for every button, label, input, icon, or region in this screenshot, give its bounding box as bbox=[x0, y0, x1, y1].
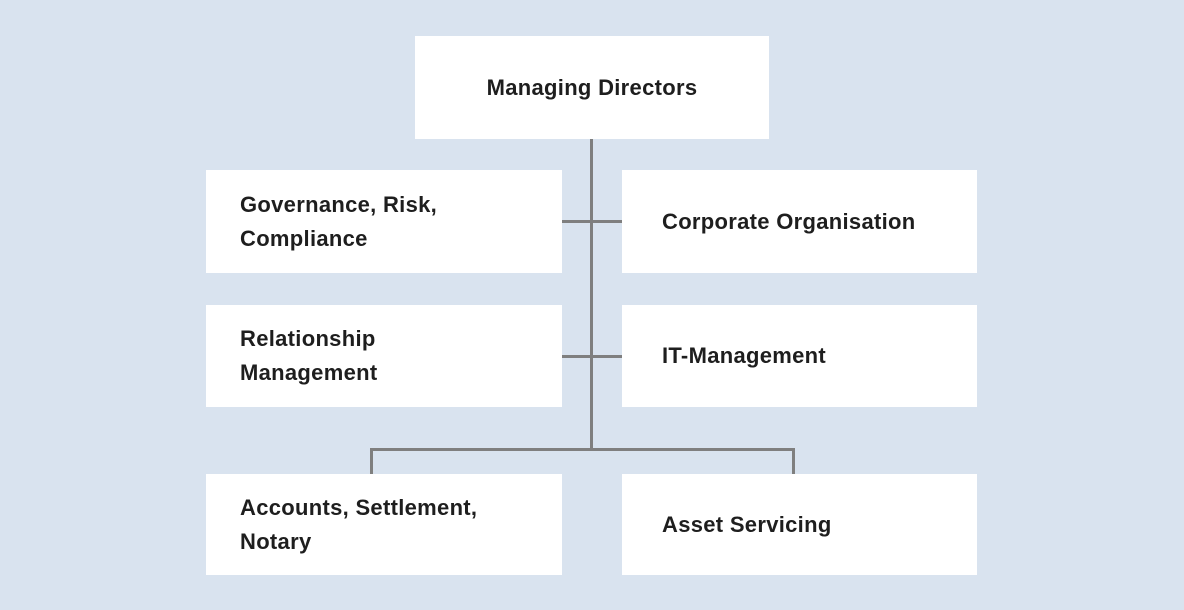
node-label: Governance, Risk, Compliance bbox=[240, 191, 438, 251]
node-asset-servicing: Asset Servicing bbox=[622, 474, 977, 575]
connector-bottom-horizontal bbox=[370, 448, 795, 451]
node-label: Asset Servicing bbox=[662, 511, 832, 537]
connector-bottom-left-drop bbox=[370, 448, 373, 474]
node-relationship-management: Relationship Management bbox=[206, 305, 562, 407]
connector-root-vertical bbox=[590, 139, 593, 451]
connector-row3-horizontal-stub bbox=[562, 355, 622, 358]
node-label: Accounts, Settlement, Notary bbox=[240, 494, 478, 554]
node-label: IT-Management bbox=[662, 343, 827, 368]
connector-row2-horizontal-stub bbox=[562, 220, 622, 223]
connector-bottom-right-drop bbox=[792, 448, 795, 474]
node-governance-risk-compliance: Governance, Risk, Compliance bbox=[206, 170, 562, 273]
node-managing-directors: Managing Directors bbox=[415, 36, 769, 139]
node-label: Relationship Management bbox=[240, 326, 378, 385]
node-accounts-settlement-notary: Accounts, Settlement, Notary bbox=[206, 474, 562, 575]
node-label: Managing Directors bbox=[486, 74, 698, 100]
node-it-management: IT-Management bbox=[622, 305, 977, 407]
node-corporate-organisation: Corporate Organisation bbox=[622, 170, 977, 273]
node-label: Corporate Organisation bbox=[662, 208, 916, 234]
